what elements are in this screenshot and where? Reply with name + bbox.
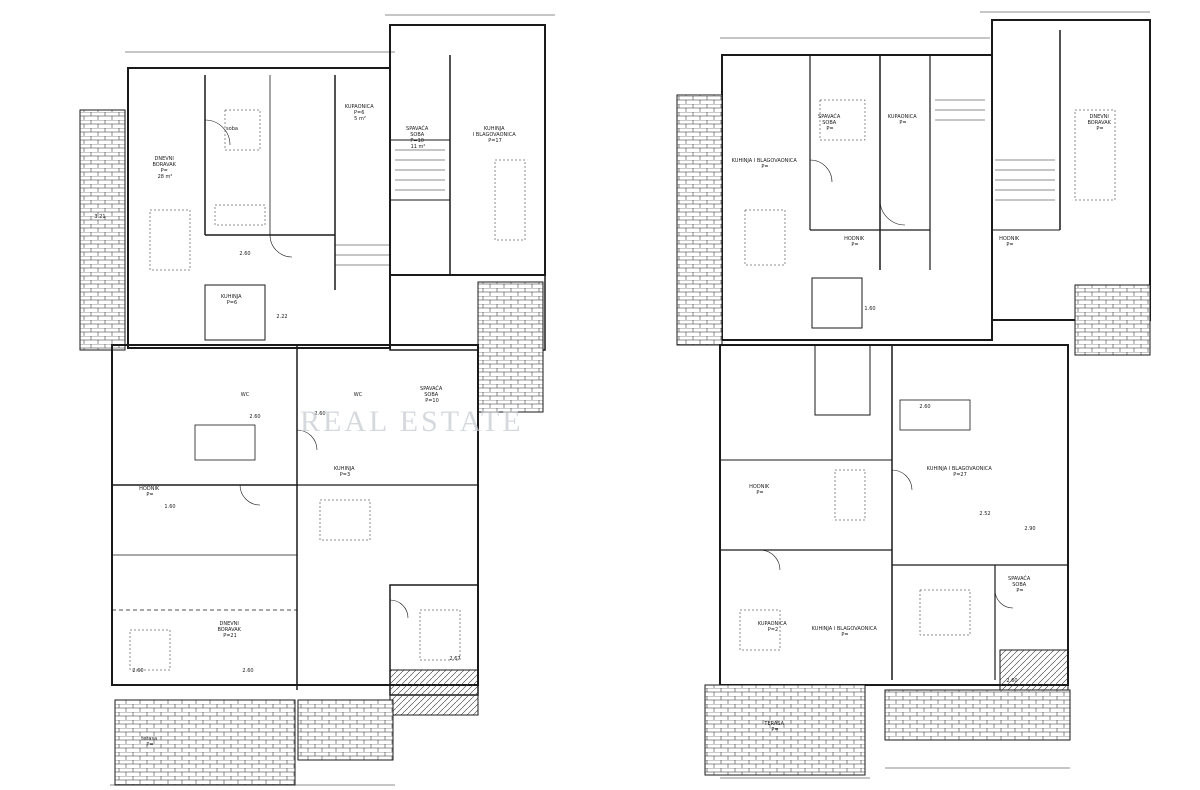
dimension-label: 1.60 bbox=[164, 504, 175, 510]
room-label-hodnik-left: HODNIK P= bbox=[139, 486, 161, 498]
room-label-spavaca-soba-mid: SPAVAĆA SOBA P=10 bbox=[420, 385, 444, 404]
room-label-kuhinja-mid: KUHINJA P=6 bbox=[221, 294, 243, 306]
room-label-hodnik-r1: HODNIK P= bbox=[844, 236, 866, 248]
room-label-hodnik-r2: HODNIK P= bbox=[999, 236, 1021, 248]
dimension-label: 1.60 bbox=[864, 306, 875, 312]
room-label-kupaonica-r1: KUPAONICA P= bbox=[888, 114, 919, 126]
room-label-dnevni-boravak-r1: DNEVNI BORAVAK P= bbox=[1087, 114, 1112, 132]
room-label-terasa-left: terasa P= bbox=[141, 736, 158, 748]
dimension-label: 2.60 bbox=[239, 251, 250, 257]
dimension-label: 2.60 bbox=[242, 668, 253, 674]
dimension-label: 2.60 bbox=[919, 404, 930, 410]
room-label-kupaonica-top: KUPAONICA P=6 5 m² bbox=[345, 104, 376, 122]
room-label-kuhinja-blagovaonica-r3: KUHINJA I BLAGOVAONICA P= bbox=[812, 626, 879, 638]
dimension-label: 2.60 bbox=[1006, 678, 1017, 684]
room-label-dnevni-boravak-bottom: DNEVNI BORAVAK P=21 bbox=[217, 621, 242, 639]
dimension-label: 2.90 bbox=[1024, 526, 1035, 532]
dimension-label: 2.52 bbox=[979, 511, 990, 517]
watermark-text: REAL ESTATE bbox=[300, 405, 524, 438]
dimension-label: 2.22 bbox=[276, 314, 287, 320]
room-label-dnevni-boravak-top: DNEVNI BORAVAK P= 28 m² bbox=[152, 156, 177, 180]
dimension-label: 2.67 bbox=[449, 656, 460, 662]
room-label-wc-left: WC bbox=[241, 392, 250, 398]
room-label-spavaca-soba-r2: SPAVAĆA SOBA P= bbox=[1008, 575, 1032, 594]
dimension-label: 3.21 bbox=[94, 214, 105, 220]
room-label-spavaca-soba-r1: SPAVAĆA SOBA P= bbox=[818, 113, 842, 132]
room-label-wc-right: WC bbox=[354, 392, 363, 398]
room-label-kupaonica-r2: KUPAONICA P=2 bbox=[758, 621, 789, 633]
room-label-kuhinja-blagovaonica-r2: KUHINJA I BLAGOVAONICA P=27 bbox=[927, 466, 994, 478]
room-label-spavaca-soba-top: SPAVAĆA SOBA P=10 11 m² bbox=[406, 125, 430, 150]
dimension-label: 2.60 bbox=[314, 411, 325, 417]
left-floor-plan bbox=[79, 14, 555, 786]
right-floor-plan bbox=[676, 11, 1151, 779]
dimension-label: 2.60 bbox=[249, 414, 260, 420]
room-label-kuhinja-blagovaonica-r1: KUHINJA I BLAGOVAONICA P= bbox=[732, 158, 799, 170]
room-label-terasa-r1: TERASA P= bbox=[763, 721, 785, 733]
room-label-soba-top: soba bbox=[226, 126, 238, 132]
room-label-kuhinja-bottom: KUHINJA P=3 bbox=[334, 466, 356, 478]
room-label-hodnik-r3: HODNIK P= bbox=[749, 484, 771, 496]
room-label-kuhinja-top: KUHINJA I BLAGOVAONICA P=17 bbox=[473, 126, 518, 144]
dimension-label: 2.60 bbox=[132, 668, 143, 674]
